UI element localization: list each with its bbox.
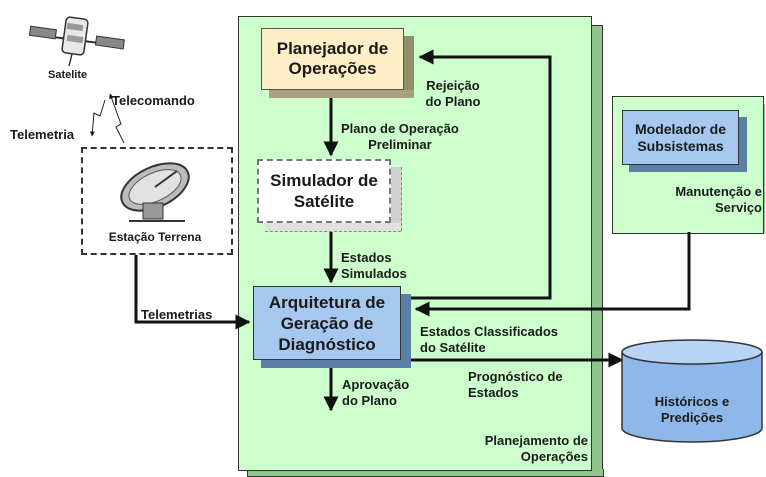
subsystem-modeler-box: Modelador de Subsistemas — [622, 110, 739, 165]
preliminary-plan-label: Plano de Operação Preliminar — [341, 121, 459, 153]
maintenance-line2: Serviço — [715, 200, 762, 215]
architecture-box-shadow — [401, 294, 411, 368]
simulator-box-shadow-bottom — [265, 223, 401, 232]
telemetria-label: Telemetria — [10, 127, 75, 142]
simulated-states-line1: Estados — [341, 250, 392, 265]
subsystem-modeler-label: Modelador de Subsistemas — [634, 120, 726, 154]
planner-box: Planejador de Operações — [261, 28, 404, 90]
operations-planning-line2: Operações — [520, 449, 588, 464]
diagnosis-architecture-label: Arquitetura de Geração de Diagnóstico — [268, 292, 386, 354]
architecture-box-shadow-bottom — [261, 360, 411, 368]
ground-station-box: Estação Terrena — [81, 147, 233, 255]
planner-label: Planejador de Operações — [276, 39, 389, 78]
operations-planning-label: Planejamento de Operações — [470, 433, 588, 465]
operations-planning-line1: Planejamento de — [484, 433, 588, 448]
satellite-icon — [28, 16, 125, 67]
prognosis-label: Prognóstico de Estados — [468, 369, 563, 401]
telecomando-label: Telecomando — [112, 93, 195, 108]
database-cylinder-icon — [621, 339, 763, 443]
approval-label: Aprovação do Plano — [342, 377, 409, 409]
diagnosis-architecture-box: Arquitetura de Geração de Diagnóstico — [253, 286, 401, 360]
approval-line1: Aprovação — [342, 377, 410, 392]
simulated-states-label: Estados Simulados — [341, 250, 407, 282]
ground-station-label: Estação Terrena — [108, 230, 202, 244]
simulator-label: Simulador de Satélite — [270, 171, 378, 211]
classified-states-label: Estados Classificados do Satélite — [420, 324, 558, 356]
telemetrias-label: Telemetrias — [141, 307, 213, 322]
prognosis-line2: Estados — [468, 385, 519, 400]
rejection-label-line2: do Plano — [425, 94, 481, 109]
modeler-box-shadow — [739, 117, 747, 172]
maintenance-label: Manutenção e Serviço — [650, 184, 762, 216]
planner-box-shadow-bottom — [269, 90, 414, 98]
modeler-box-shadow-bottom — [629, 165, 747, 172]
prognosis-line1: Prognóstico de — [468, 369, 563, 384]
approval-line2: do Plano — [342, 393, 397, 408]
maintenance-line1: Manutenção e — [675, 184, 762, 199]
simulator-box-shadow — [391, 167, 402, 231]
planner-box-shadow — [404, 36, 414, 98]
satellite-label: Satelite — [48, 69, 88, 81]
simulated-states-line2: Simulados — [341, 266, 407, 281]
classified-states-line1: Estados Classificados — [420, 324, 558, 339]
preliminary-plan-line2: Preliminar — [368, 137, 432, 152]
satellite-dish-icon — [120, 162, 190, 222]
rejection-label: Rejeição do Plano — [424, 78, 482, 110]
history-predictions-label: Históricos e Predições — [654, 394, 730, 425]
classified-states-line2: do Satélite — [420, 340, 486, 355]
rejection-label-line1: Rejeição — [426, 78, 480, 93]
simulator-box: Simulador de Satélite — [257, 159, 391, 223]
preliminary-plan-line1: Plano de Operação — [341, 121, 459, 136]
